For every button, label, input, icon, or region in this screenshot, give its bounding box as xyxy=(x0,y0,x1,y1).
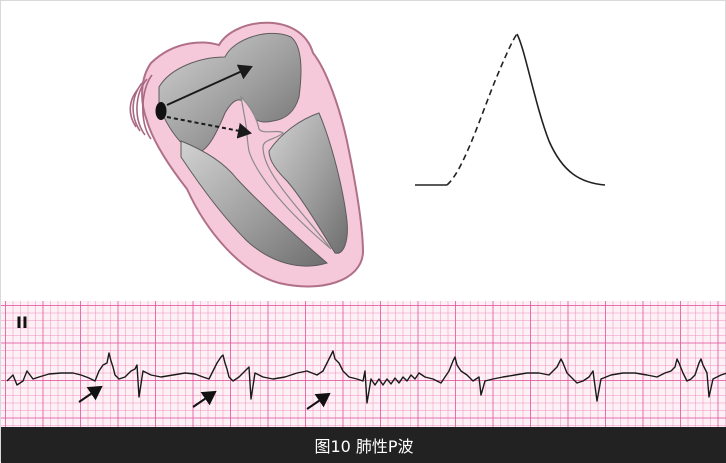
caption-text: 图10 肺性P波 xyxy=(314,437,414,456)
p-wave-arrow-2 xyxy=(192,390,217,408)
p-wave-arrow-3 xyxy=(306,392,331,410)
sinus-node xyxy=(155,102,167,120)
ecg-strip: II xyxy=(1,301,726,427)
atrial-conduction-arrow xyxy=(166,64,253,106)
illustration-panel xyxy=(1,1,726,301)
p-wave-ascending-dashed xyxy=(446,33,518,186)
ecg-trace xyxy=(6,350,726,404)
ecg-lead-label: II xyxy=(16,313,28,332)
p-wave-arrow-1 xyxy=(78,385,103,403)
p-wave-descending xyxy=(516,33,606,186)
illustration-svg xyxy=(129,21,606,288)
sa-node-striations xyxy=(129,74,153,140)
p-wave-diagram xyxy=(415,33,606,186)
septum-pathway xyxy=(240,95,332,250)
av-conduction-dashed-arrow xyxy=(166,116,252,139)
heart-diagram xyxy=(129,21,365,288)
caption-bar: 图10 肺性P波 xyxy=(1,427,726,463)
ecg-trace-svg xyxy=(6,350,726,410)
left-ventricle-chamber xyxy=(180,140,329,267)
right-ventricle-chamber xyxy=(268,112,348,254)
